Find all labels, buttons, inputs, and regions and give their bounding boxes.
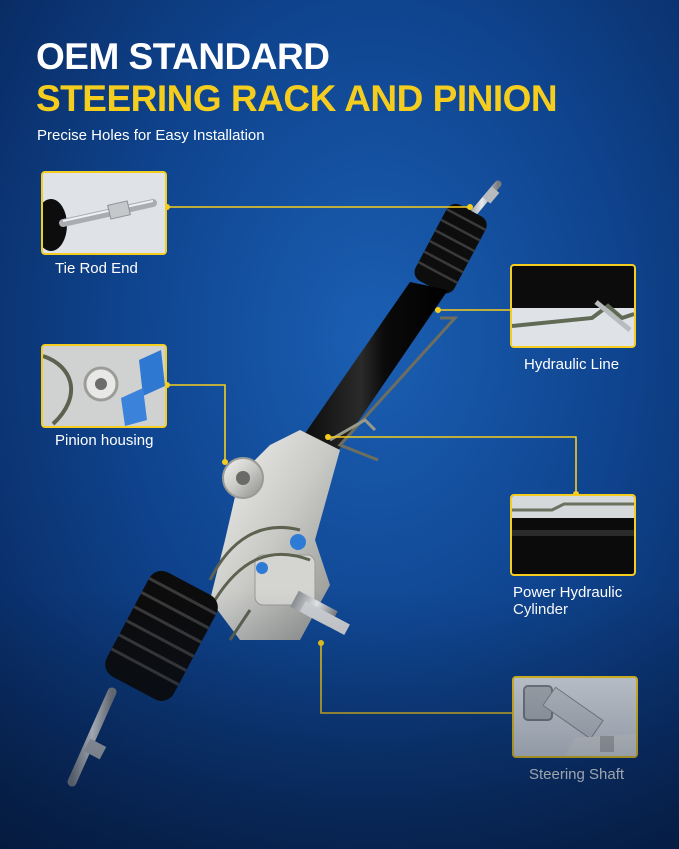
callout-label-pinion-housing: Pinion housing: [55, 432, 154, 449]
steering-shaft-callout: [512, 676, 638, 758]
callout-label-power-hydraulic-cylinder: Power Hydraulic Cylinder: [513, 584, 638, 618]
steering-shaft-icon: [514, 678, 636, 756]
hydraulic-cylinder-tube: [290, 282, 448, 470]
callout-label-text: Power Hydraulic Cylinder: [513, 584, 623, 618]
hydraulic-line-icon: [512, 266, 634, 346]
steering-shaft: [290, 590, 350, 636]
lower-boot: [105, 570, 218, 701]
pinion-housing-body: [210, 430, 340, 640]
upper-boot: [414, 203, 487, 294]
hydraulic-line-upper: [337, 316, 459, 462]
pinion-housing-icon: [43, 346, 165, 426]
hydraulic-line-callout: [510, 264, 636, 348]
leader-dot: [222, 459, 228, 465]
pinion-housing-callout: [41, 344, 167, 428]
leader-dot: [318, 640, 324, 646]
headline-line-2: STEERING RACK AND PINION: [36, 78, 558, 119]
callout-label-hydraulic-line: Hydraulic Line: [524, 356, 620, 373]
hydraulic-cylinder-callout: [510, 494, 636, 576]
bottom-tie-rod: [67, 687, 117, 787]
tie-rod-end-icon: [43, 173, 165, 253]
tie-rod-end-callout: [41, 171, 167, 255]
subtitle: Precise Holes for Easy Installation: [37, 127, 265, 144]
callout-label-steering-shaft: Steering Shaft: [529, 766, 625, 783]
callout-label-tie-rod-end: Tie Rod End: [55, 260, 138, 277]
headline-line-1: OEM STANDARD: [36, 36, 330, 77]
leader-dot: [435, 307, 441, 313]
leader-dot: [325, 434, 331, 440]
hydraulic-cylinder-icon: [512, 496, 634, 574]
leader-dot: [467, 204, 473, 210]
